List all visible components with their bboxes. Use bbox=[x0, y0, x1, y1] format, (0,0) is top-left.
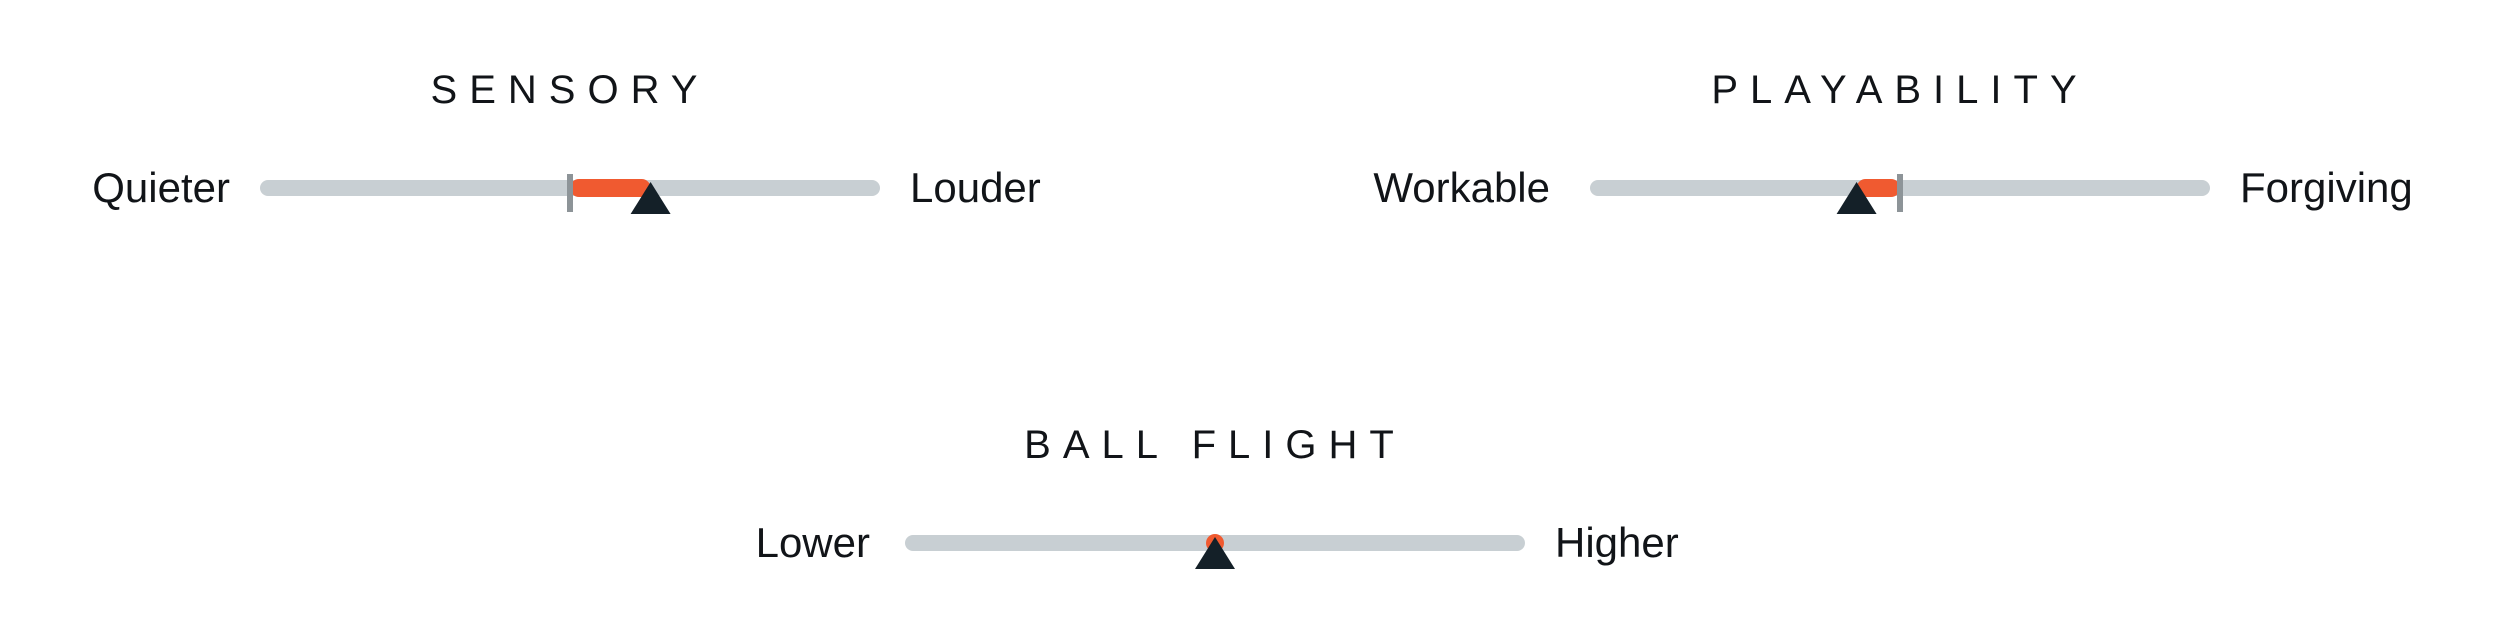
gauge-track bbox=[260, 174, 880, 214]
reference-tick bbox=[567, 174, 573, 212]
value-pointer-icon bbox=[630, 182, 671, 214]
gauge-track bbox=[1590, 174, 2210, 214]
left-label: Quieter bbox=[92, 164, 230, 211]
range-bar bbox=[570, 179, 651, 197]
left-label: Workable bbox=[1373, 164, 1550, 211]
gauge-title: BALL FLIGHT bbox=[1024, 423, 1406, 467]
right-label: Higher bbox=[1555, 519, 1679, 566]
range-bar bbox=[1856, 179, 1900, 197]
sensory-gauge: SENSORY Quieter Louder bbox=[60, 60, 1160, 260]
playability-gauge: PLAYABILITY Workable Forgiving bbox=[1350, 60, 2450, 260]
right-label: Louder bbox=[910, 164, 1041, 211]
reference-tick bbox=[1897, 174, 1903, 212]
left-label: Lower bbox=[755, 519, 870, 566]
gauge-track bbox=[905, 534, 1525, 569]
right-label: Forgiving bbox=[2240, 164, 2413, 211]
gauge-title: SENSORY bbox=[430, 68, 710, 112]
ball-flight-gauge: BALL FLIGHT Lower Higher bbox=[700, 415, 1800, 615]
gauge-title: PLAYABILITY bbox=[1711, 68, 2089, 112]
value-pointer-icon bbox=[1836, 182, 1877, 214]
value-pointer-icon bbox=[1195, 537, 1235, 569]
